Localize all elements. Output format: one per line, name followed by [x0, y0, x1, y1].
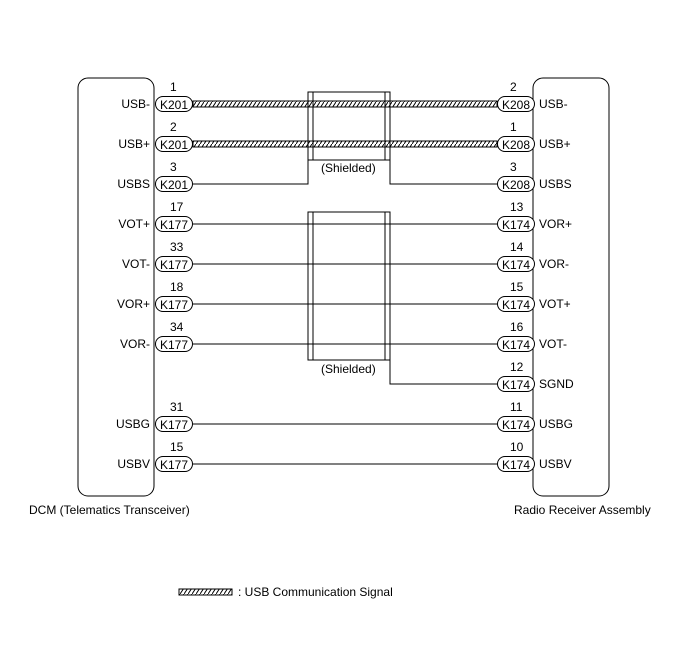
right-pin-number: 1 [510, 120, 517, 134]
right-pin-number: 11 [510, 400, 523, 414]
right-connector-tag: K174 [497, 416, 535, 432]
right-signal-name: VOT+ [539, 297, 571, 311]
right-signal-name: USB+ [539, 137, 571, 151]
left-signal-name: USBV [117, 457, 150, 471]
right-component-name: Radio Receiver Assembly [514, 503, 651, 517]
left-pin-number: 34 [170, 320, 184, 334]
left-signal-name: USB+ [118, 137, 150, 151]
left-pin-number: 31 [170, 400, 184, 414]
right-pin-number: 16 [510, 320, 524, 334]
left-signal-name: USB- [121, 97, 150, 111]
right-pin-number: 10 [510, 440, 524, 454]
left-pin-number: 33 [170, 240, 184, 254]
right-signal-name: SGND [539, 377, 574, 391]
legend-text: : USB Communication Signal [238, 585, 393, 599]
left-signal-name: VOR+ [116, 297, 150, 311]
right-signal-name: USB- [539, 97, 568, 111]
right-signal-name: VOR- [539, 257, 569, 271]
left-connector-tag: K177 [155, 216, 193, 232]
left-pin-number: 15 [170, 440, 184, 454]
right-connector-tag: K174 [497, 336, 535, 352]
right-connector-tag: K208 [497, 176, 535, 192]
left-pin-number: 1 [170, 80, 177, 94]
right-component-box [532, 77, 610, 497]
right-connector-tag: K208 [497, 136, 535, 152]
left-connector-tag: K177 [155, 336, 193, 352]
wires-layer [192, 100, 498, 465]
left-connector-tag: K201 [155, 136, 193, 152]
right-connector-tag: K174 [497, 256, 535, 272]
left-signal-name: USBG [115, 417, 150, 431]
left-pin-number: 3 [170, 160, 177, 174]
left-signal-name: VOT+ [118, 217, 150, 231]
wire-usb-twisted [192, 140, 498, 148]
shield-label-audio: (Shielded) [321, 362, 376, 376]
left-signal-name: USBS [117, 177, 150, 191]
left-connector-tag: K177 [155, 456, 193, 472]
right-pin-number: 14 [510, 240, 524, 254]
left-connector-tag: K177 [155, 296, 193, 312]
shield-usb [193, 91, 497, 185]
left-connector-tag: K177 [155, 416, 193, 432]
left-component-name: DCM (Telematics Transceiver) [29, 503, 190, 517]
right-signal-name: VOT- [539, 337, 568, 351]
left-pin-number: 17 [170, 200, 184, 214]
right-connector-tag: K174 [497, 456, 535, 472]
right-signal-name: VOR+ [539, 217, 573, 231]
left-connector-tag: K201 [155, 176, 193, 192]
right-pin-number: 15 [510, 280, 524, 294]
right-connector-tag: K208 [497, 96, 535, 112]
right-pin-number: 12 [510, 360, 524, 374]
wire-usb-twisted [192, 100, 498, 108]
right-signal-name: USBS [539, 177, 572, 191]
shield-label-usb: (Shielded) [321, 161, 376, 175]
legend-usb-line-sample [178, 588, 233, 596]
left-component-box [77, 77, 155, 497]
right-signal-name: USBG [539, 417, 574, 431]
left-signal-name: VOT- [121, 257, 150, 271]
shield-audio [307, 211, 497, 385]
right-connector-tag: K174 [497, 296, 535, 312]
right-connector-tag: K174 [497, 376, 535, 392]
right-signal-name: USBV [539, 457, 572, 471]
right-pin-number: 2 [510, 80, 517, 94]
left-connector-tag: K201 [155, 96, 193, 112]
right-pin-number: 13 [510, 200, 524, 214]
right-connector-tag: K174 [497, 216, 535, 232]
left-pin-number: 2 [170, 120, 177, 134]
left-connector-tag: K177 [155, 256, 193, 272]
left-pin-number: 18 [170, 280, 184, 294]
left-signal-name: VOR- [120, 337, 150, 351]
right-pin-number: 3 [510, 160, 517, 174]
